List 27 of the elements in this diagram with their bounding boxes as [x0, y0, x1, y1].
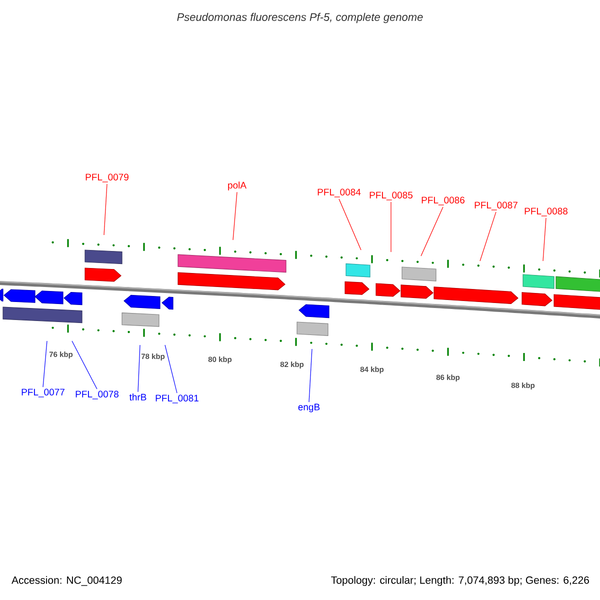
gene-label: PFL_0078: [76, 390, 118, 400]
leader-line: [390, 202, 392, 252]
leader-line: [138, 344, 140, 392]
gene-label: PFL_0088: [524, 208, 568, 216]
gene-label: thrB: [129, 394, 146, 400]
gene-label: engB: [298, 404, 320, 412]
leader-line: [420, 206, 444, 256]
leader-line: [104, 184, 108, 236]
leader-line: [164, 344, 178, 394]
gene-label: PFL_0077: [22, 388, 64, 398]
leader-line: [72, 340, 98, 390]
genome-summary-text: Topology: circular; Length: 7,074,893 bp; Genes: 6,226: [331, 576, 589, 586]
leader-line: [42, 340, 48, 388]
gene-label: PFL_0081: [156, 394, 198, 404]
gene-label: PFL_0079: [86, 174, 128, 182]
gene-label: PFL_0085: [370, 192, 413, 200]
leader-line: [542, 218, 546, 262]
gene-label: polA: [228, 182, 246, 190]
leader-line: [480, 212, 496, 262]
leader-line: [338, 198, 362, 250]
gene-label: PFL_0087: [474, 202, 518, 210]
leader-line: [308, 348, 312, 402]
gene-label: PFL_0084: [318, 188, 361, 198]
leader-line: [232, 192, 238, 240]
accession-text: Accession: NC_004129: [12, 576, 122, 586]
title: Pseudomonas fluorescens Pf-5, complete genome: [177, 12, 423, 24]
gene-label: PFL_0086: [422, 196, 464, 206]
